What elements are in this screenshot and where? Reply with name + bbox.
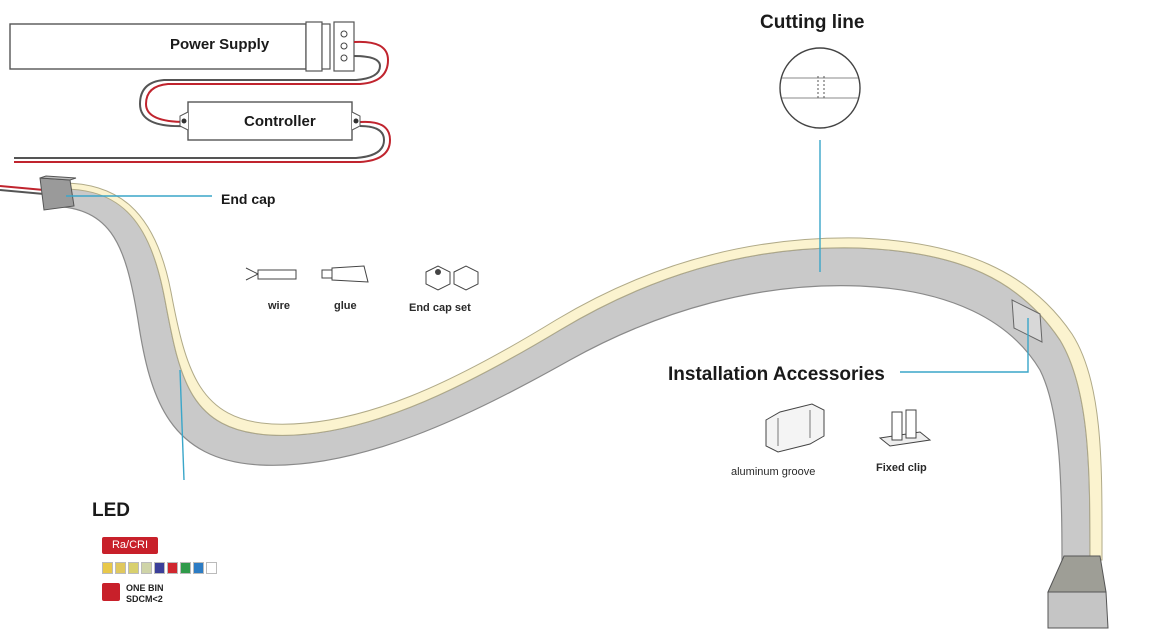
end-cap-set-icon (425, 265, 479, 291)
wire-caption: wire (268, 300, 291, 312)
strip-clip (1011, 299, 1043, 343)
fixed-clip-caption: Fixed clip (876, 462, 927, 474)
bin-line-1: ONE BIN (126, 583, 164, 593)
swatch (102, 562, 113, 574)
controller-label: Controller (244, 113, 316, 130)
cutting-line-label: Cutting line (760, 12, 865, 33)
one-bin-icon (102, 583, 120, 601)
cri-badge: Ra/CRI >90 (102, 537, 158, 568)
swatch (206, 562, 217, 574)
aluminum-groove-icon (765, 403, 825, 453)
end-cap-left (39, 175, 77, 211)
installation-accessories-label: Installation Accessories (668, 364, 885, 385)
controller-unit (179, 101, 361, 141)
color-swatches (102, 562, 217, 574)
swatch (141, 562, 152, 574)
swatch (128, 562, 139, 574)
leader-lines (66, 140, 1029, 481)
power-wires (0, 40, 392, 195)
led-label: LED (92, 500, 130, 521)
end-cap-label: End cap (221, 191, 276, 207)
wire-icon (245, 267, 297, 281)
fixed-clip-icon (878, 409, 932, 447)
cutting-line-magnifier-icon (779, 47, 861, 129)
swatch (154, 562, 165, 574)
aluminum-groove-caption: aluminum groove (731, 466, 816, 478)
swatch (115, 562, 126, 574)
glue-caption: glue (334, 300, 357, 312)
end-cap-set-caption: End cap set (409, 302, 471, 314)
one-bin-text: ONE BIN SDCM<2 (126, 583, 164, 605)
swatch (167, 562, 178, 574)
swatch (180, 562, 191, 574)
swatch (193, 562, 204, 574)
glue-tube-icon (321, 265, 369, 283)
bin-line-2: SDCM<2 (126, 594, 163, 604)
end-cap-right (1047, 555, 1109, 629)
power-supply-unit (9, 21, 355, 72)
power-supply-label: Power Supply (170, 36, 270, 53)
